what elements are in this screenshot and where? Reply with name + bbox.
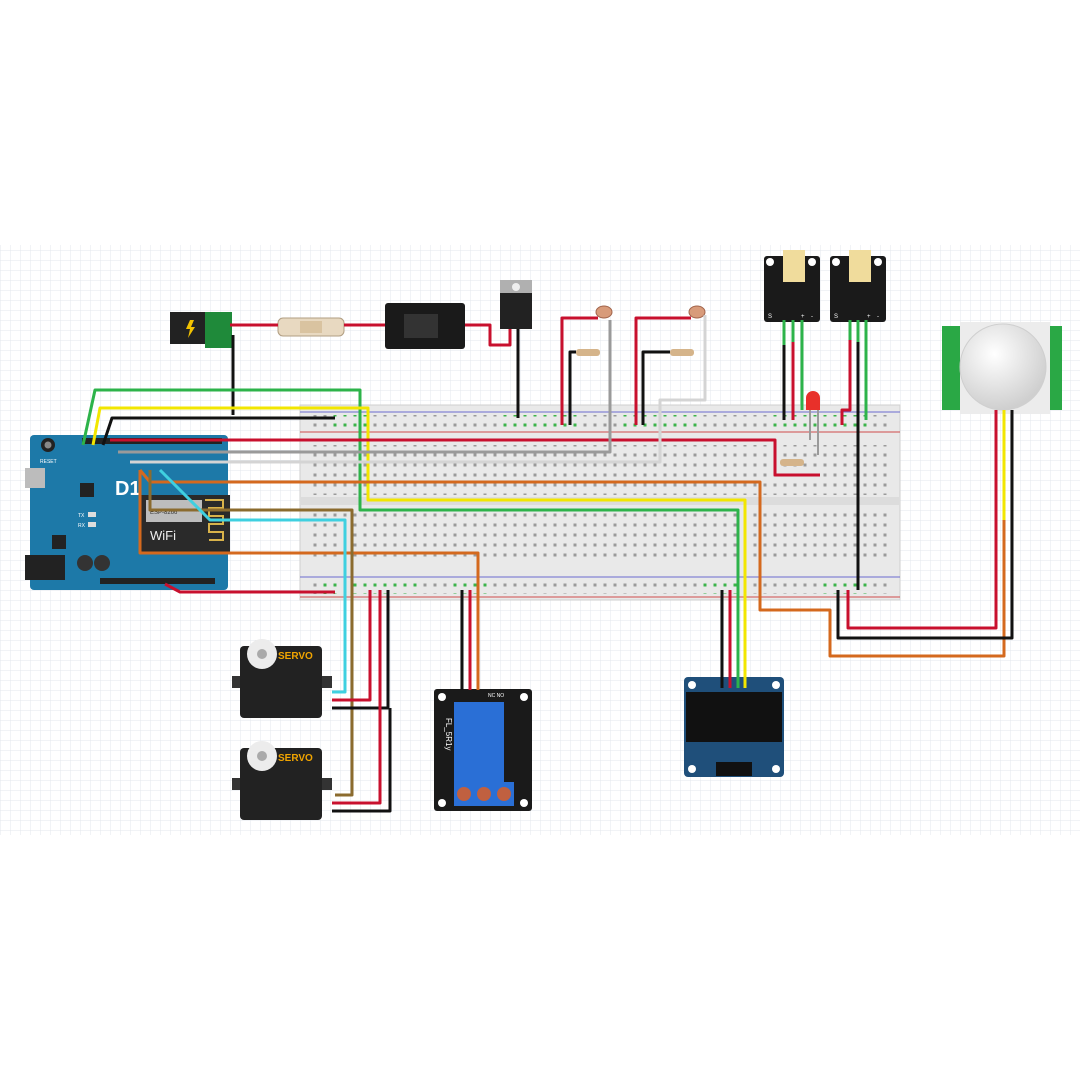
wire-servo2-black — [332, 708, 392, 813]
resistor-2 — [670, 349, 694, 356]
wire-orange-relay — [138, 470, 480, 690]
servo-1-label: SERVO — [278, 651, 313, 662]
tx-label: TX — [78, 513, 85, 519]
wire-brown-servo2 — [148, 470, 354, 797]
sound-sensor-2: S + - — [830, 250, 886, 322]
red-led — [806, 391, 820, 410]
dc-barrel-jack — [170, 312, 232, 348]
resistor-1 — [576, 349, 600, 356]
servo-motor-2: SERVO — [232, 741, 332, 820]
module-label: ESP-8266 — [150, 510, 178, 516]
sound-sensor-1-pin-s: S — [768, 314, 772, 320]
wire-servo1-black — [332, 590, 390, 710]
pir-motion-sensor — [942, 322, 1062, 414]
sound-sensor-1-pin-plus: + — [801, 314, 805, 320]
wemos-d1-board: RESET D1 TX RX ESP-8266 WiFi — [25, 435, 230, 590]
wire-servo1-red — [332, 590, 372, 702]
wire-black-gnd — [101, 416, 335, 446]
esp8266-module: ESP-8266 WiFi — [140, 495, 230, 553]
voltage-regulator — [500, 280, 532, 329]
oled-display — [684, 677, 784, 777]
wire-green — [81, 388, 740, 688]
rocker-switch — [385, 303, 465, 349]
relay-module: FL_5R1y NC NO — [434, 689, 532, 811]
lightning-icon — [186, 320, 195, 338]
wire-orange-pir — [138, 469, 1006, 658]
resistor-3 — [780, 459, 804, 466]
wire-servo2-red — [332, 590, 382, 805]
photoresistor-1 — [595, 305, 613, 319]
sound-sensor-1: S + - — [764, 250, 820, 322]
sound-sensor-2-pin-minus: - — [877, 314, 879, 320]
fuse — [277, 317, 345, 337]
sound-sensor-1-pin-minus: - — [811, 314, 813, 320]
wire-gray-ldr1 — [118, 320, 612, 454]
board-brand: D1 — [115, 478, 141, 500]
rx-label: RX — [78, 523, 86, 529]
servo-2-label: SERVO — [278, 753, 313, 764]
wifi-label: WiFi — [150, 528, 176, 543]
wire-red-gnd-rail — [164, 582, 335, 594]
relay-pin-labels: NC NO — [488, 693, 504, 699]
photoresistor-2 — [688, 305, 706, 319]
header-bottom — [100, 578, 215, 584]
relay-model-label: FL_5R1y — [444, 718, 453, 750]
wire-yellow — [91, 406, 747, 688]
servo-motor-1: SERVO — [232, 639, 332, 718]
wire-cyan-servo1 — [158, 468, 347, 694]
reset-label: RESET — [40, 459, 57, 465]
wire-white-ldr2 — [130, 315, 707, 464]
sound-sensor-2-pin-plus: + — [867, 314, 871, 320]
wires — [81, 315, 1014, 813]
wire-red-5v — [110, 438, 820, 477]
sound-sensor-2-pin-s: S — [834, 314, 838, 320]
